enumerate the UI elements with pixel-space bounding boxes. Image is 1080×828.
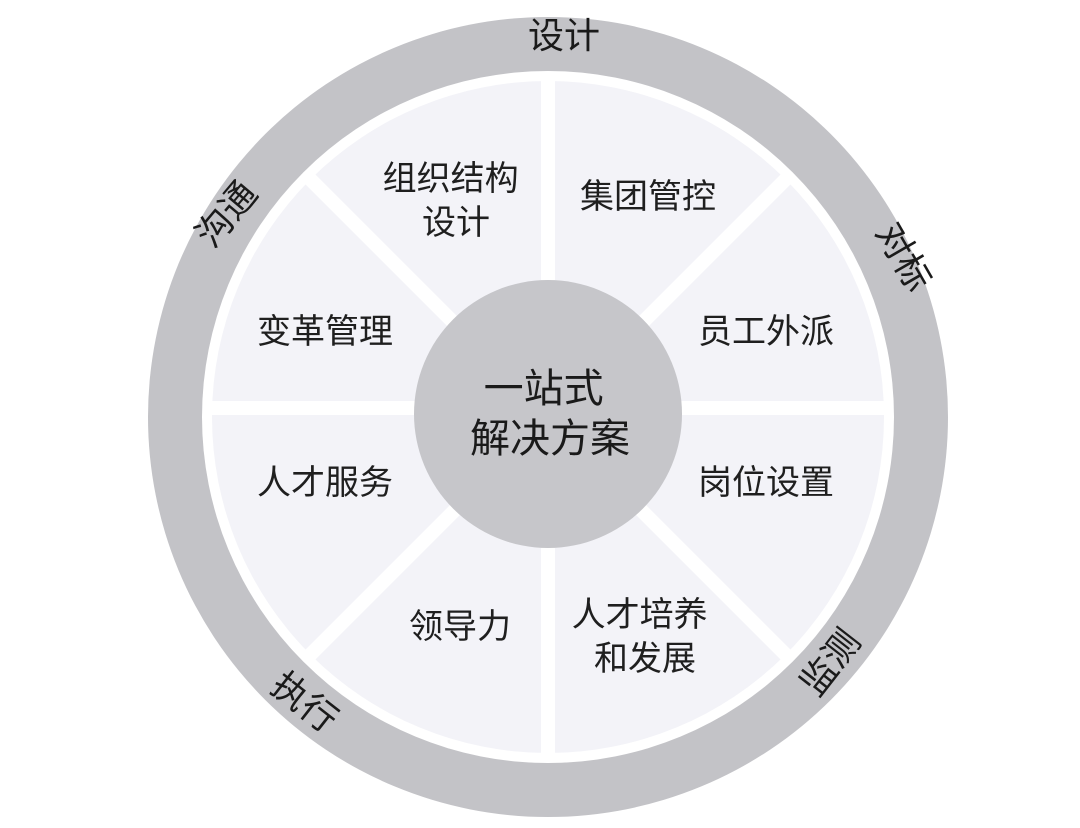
- segment-group-control: 集团管控: [580, 177, 716, 217]
- segment-talent-development-line-1: 人才培养: [572, 595, 708, 635]
- segment-staff-dispatch: 员工外派: [698, 312, 834, 352]
- segment-position-setup-line-1: 岗位设置: [698, 463, 834, 503]
- segment-talent-service: 人才服务: [257, 463, 393, 503]
- segment-org-structure-line-1: 组织结构: [383, 159, 519, 199]
- center-title: 一站式 解决方案: [470, 366, 630, 462]
- segment-leadership: 领导力: [409, 607, 511, 647]
- segment-staff-dispatch-line-1: 员工外派: [698, 312, 834, 352]
- segment-change-management-line-1: 变革管理: [257, 312, 393, 352]
- segment-talent-development-line-2: 和发展: [594, 639, 696, 679]
- segment-position-setup: 岗位设置: [698, 463, 834, 503]
- center-title-line-2: 解决方案: [470, 416, 630, 462]
- segment-talent-development: 人才培养 和发展: [572, 595, 719, 679]
- segment-leadership-line-1: 领导力: [409, 607, 511, 647]
- center-circle: [414, 280, 682, 548]
- segment-talent-service-line-1: 人才服务: [257, 463, 393, 503]
- center-title-line-1: 一站式: [484, 366, 604, 412]
- segment-change-management: 变革管理: [257, 312, 393, 352]
- segment-org-structure: 组织结构 设计: [383, 159, 530, 243]
- segment-org-structure-line-2: 设计: [422, 203, 490, 243]
- segment-group-control-line-1: 集团管控: [580, 177, 716, 217]
- ring-label-design: 设计: [528, 16, 600, 57]
